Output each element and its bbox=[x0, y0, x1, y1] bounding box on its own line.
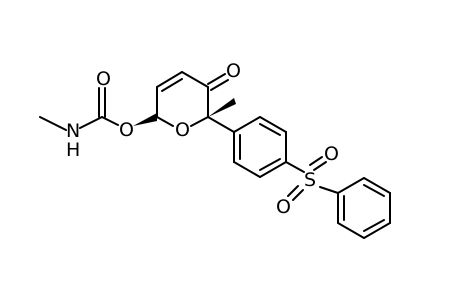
ring2-inner-2 bbox=[363, 219, 385, 232]
ring2-bond-1 bbox=[337, 177, 365, 194]
ring1-inner-2 bbox=[259, 158, 281, 171]
atom-label-sulfonyl-o-bottom: O bbox=[276, 196, 291, 218]
ring2-inner-1 bbox=[363, 184, 385, 197]
bond-c4-c3 bbox=[181, 71, 209, 88]
bond-s-o-top-1 bbox=[309, 156, 323, 166]
atom-label-ketone-o: O bbox=[226, 60, 241, 82]
atom-label-ester-o: O bbox=[119, 119, 134, 141]
atom-label-sulfur: S bbox=[304, 169, 316, 191]
ring1-bond-2 bbox=[259, 116, 287, 133]
atom-label-carbamate-h: H bbox=[66, 139, 80, 161]
atom-label-carbamate-o-double: O bbox=[96, 68, 111, 90]
ring2-bond-2 bbox=[363, 177, 391, 194]
ring2-bond-4 bbox=[363, 222, 391, 239]
ring1-inner-1 bbox=[259, 123, 281, 136]
bond-s-o-bottom-1 bbox=[287, 185, 299, 197]
atom-label-ring-o: O bbox=[175, 119, 190, 141]
bond-carbonyl-o-ester bbox=[101, 116, 119, 126]
bond-ring-o-c2 bbox=[190, 116, 209, 127]
atom-label-carbamate-n: N bbox=[66, 120, 80, 142]
bond-c5-c4 bbox=[156, 71, 183, 88]
bond-ketone-2 bbox=[210, 79, 229, 91]
ring1-bond-1 bbox=[233, 116, 261, 133]
bond-c6-ring-o bbox=[156, 116, 174, 127]
ring1-bond-5 bbox=[233, 161, 261, 178]
wedge-bond-c2-methyl bbox=[208, 98, 236, 117]
bond-s-o-top-2 bbox=[313, 161, 327, 171]
bond-ring1-s bbox=[285, 161, 305, 173]
bond-ketone-1 bbox=[207, 73, 226, 85]
bond-c5-c4-double bbox=[161, 78, 183, 92]
bond-s-ring2 bbox=[319, 186, 339, 194]
ring1-bond-4 bbox=[259, 161, 287, 178]
bond-c2-phenyl bbox=[207, 116, 235, 133]
bond-methyl-n bbox=[39, 116, 67, 131]
bond-n-c-carbonyl bbox=[79, 116, 103, 129]
ring2-bond-5 bbox=[337, 222, 365, 239]
atom-label-sulfonyl-o-top: O bbox=[324, 143, 339, 165]
bond-s-o-bottom-2 bbox=[292, 189, 304, 201]
wedge-bond-c6-o bbox=[133, 113, 157, 126]
